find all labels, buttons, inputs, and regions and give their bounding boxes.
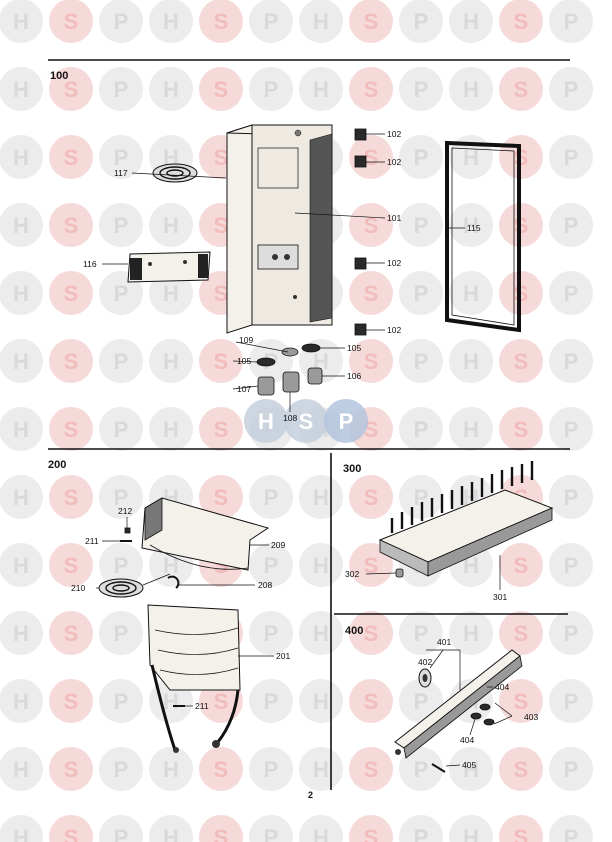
burner-hood-209 (141, 497, 270, 571)
callout-116: 116 (83, 259, 97, 269)
panel-116 (127, 251, 211, 283)
fittings-105-109 (256, 343, 321, 367)
callouts-400: 401 402 404 403 404 405 (418, 637, 538, 770)
callout-105-b: 105 (347, 343, 361, 353)
coil-210 (98, 578, 144, 598)
section-label-100: 100 (50, 70, 68, 82)
callout-212: 212 (118, 506, 132, 516)
callouts-100: 102 102 101 102 102 115 117 116 109 105 … (83, 129, 481, 423)
hinge-brackets-102 (354, 128, 367, 336)
callout-404-b: 404 (460, 735, 474, 745)
callout-107: 107 (237, 384, 251, 394)
callout-102-d: 102 (387, 325, 401, 335)
callout-401: 401 (437, 637, 451, 647)
connectors-106-108 (257, 367, 323, 396)
callout-402: 402 (418, 657, 432, 667)
callout-403: 403 (524, 712, 538, 722)
rail-401 (394, 649, 523, 759)
fitting-302 (395, 568, 404, 578)
section-label-300: 300 (343, 463, 361, 475)
callout-109: 109 (239, 335, 253, 345)
page-number: 2 (308, 790, 313, 800)
clip-208 (167, 575, 180, 589)
callout-208: 208 (258, 580, 272, 590)
callout-302: 302 (345, 569, 359, 579)
callout-102-c: 102 (387, 258, 401, 268)
callout-209: 209 (271, 540, 285, 550)
burner-fins (390, 461, 534, 533)
callout-211-a: 211 (85, 536, 99, 546)
screws-211-212 (120, 527, 185, 707)
leader-lines-100 (102, 133, 465, 412)
leader-lines-200 (96, 517, 274, 707)
callout-101: 101 (387, 213, 401, 223)
callout-115: 115 (467, 223, 481, 233)
callout-105-a: 105 (237, 356, 251, 366)
cabinet-101 (226, 124, 333, 334)
callout-405: 405 (462, 760, 476, 770)
washer-402 (418, 668, 432, 688)
callout-102-a: 102 (387, 129, 401, 139)
leader-lines-400 (426, 649, 513, 767)
burner-301 (378, 461, 554, 577)
callout-106: 106 (347, 371, 361, 381)
door-seal-115 (445, 140, 521, 333)
section-label-400: 400 (345, 625, 363, 637)
callout-210: 210 (71, 583, 85, 593)
callouts-300: 302 301 (345, 569, 507, 602)
callout-117: 117 (114, 168, 128, 178)
callout-108: 108 (283, 413, 297, 423)
callout-211-b: 211 (195, 701, 209, 711)
leader-lines-300 (365, 555, 501, 590)
callouts-200: 212 211 209 210 208 201 211 (71, 506, 290, 711)
screws-403-405 (431, 703, 495, 773)
callout-201: 201 (276, 651, 290, 661)
section-label-200: 200 (48, 459, 66, 471)
heater-assembly-201 (147, 604, 241, 753)
callout-102-b: 102 (387, 157, 401, 167)
callout-301: 301 (493, 592, 507, 602)
callout-404-a: 404 (495, 682, 509, 692)
coil-117 (152, 163, 198, 183)
